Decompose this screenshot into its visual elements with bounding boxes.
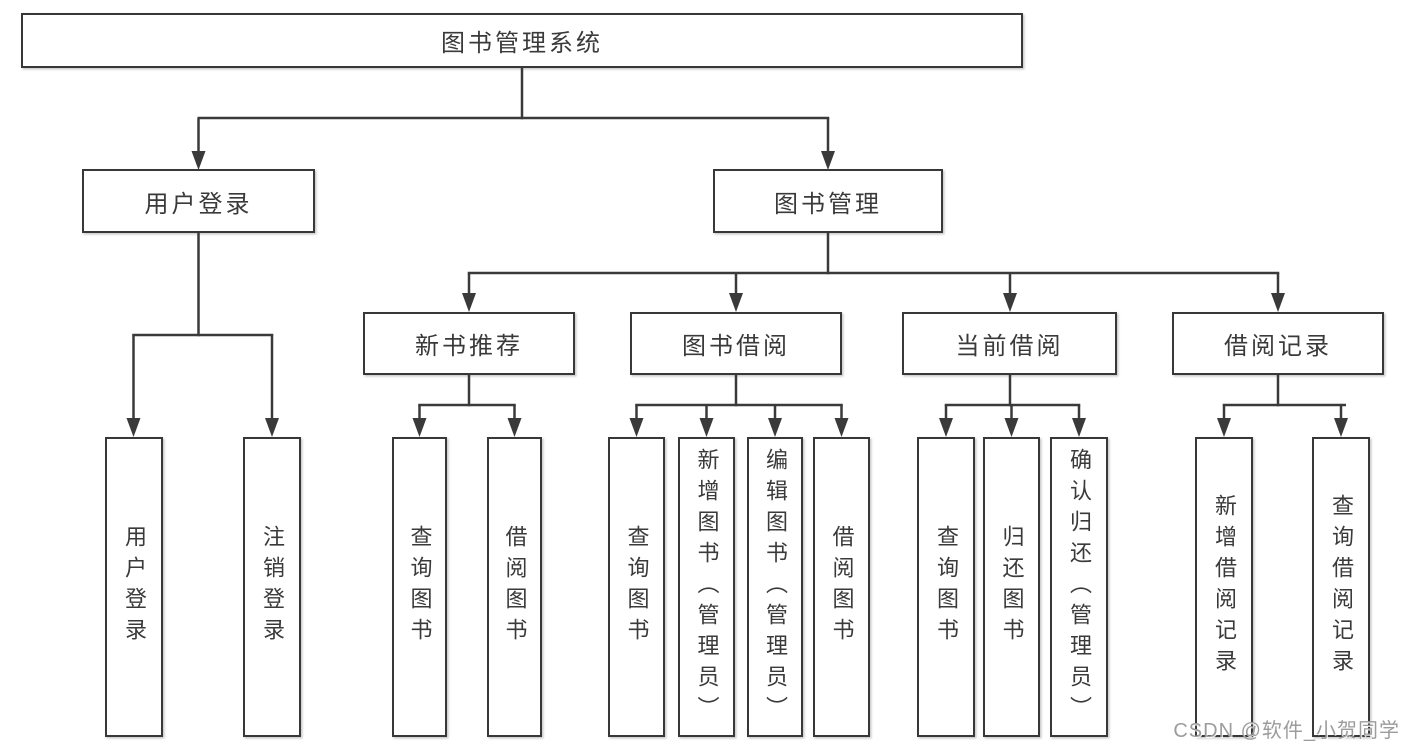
leaf-query-books-current: 查询图书 xyxy=(917,437,975,737)
node-user-login-label: 用户登录 xyxy=(144,190,253,218)
leaf-query-borrow-record: 查询借阅记录 xyxy=(1312,437,1370,737)
leaf-query-books-borrow-label: 查询图书 xyxy=(624,525,650,649)
leaf-add-borrow-record: 新增借阅记录 xyxy=(1195,437,1253,737)
leaf-add-borrow-record-label: 新增借阅记录 xyxy=(1212,494,1237,680)
node-book-borrow-label: 图书借阅 xyxy=(682,333,790,360)
node-user-login: 用户登录 xyxy=(82,169,315,233)
leaf-user-login: 用户登录 xyxy=(105,437,163,737)
leaf-return-book: 归还图书 xyxy=(983,437,1040,737)
leaf-confirm-return-admin-label: 确认归还（管理员） xyxy=(1067,447,1092,727)
node-new-book-recommend: 新书推荐 xyxy=(363,312,575,375)
leaf-confirm-return-admin: 确认归还（管理员） xyxy=(1050,437,1108,737)
leaf-query-borrow-record-label: 查询借阅记录 xyxy=(1329,494,1354,680)
node-new-book-recommend-label: 新书推荐 xyxy=(415,333,523,360)
leaf-borrow-books-recommend: 借阅图书 xyxy=(487,437,542,737)
leaf-add-book-admin-label: 新增图书（管理员） xyxy=(694,447,720,727)
leaf-query-books-borrow: 查询图书 xyxy=(608,437,665,737)
node-borrow-records-label: 借阅记录 xyxy=(1224,333,1332,360)
leaf-logout: 注销登录 xyxy=(243,437,301,737)
node-borrow-records: 借阅记录 xyxy=(1172,312,1384,375)
leaf-user-login-label: 用户登录 xyxy=(122,525,147,649)
node-root-label: 图书管理系统 xyxy=(441,30,603,57)
node-book-management-label: 图书管理 xyxy=(774,190,882,218)
leaf-query-books-recommend-label: 查询图书 xyxy=(407,525,433,649)
leaf-return-book-label: 归还图书 xyxy=(999,525,1025,649)
leaf-borrow-books-recommend-label: 借阅图书 xyxy=(502,525,528,649)
leaf-query-books-recommend: 查询图书 xyxy=(392,437,447,737)
node-book-management: 图书管理 xyxy=(713,169,943,233)
node-root: 图书管理系统 xyxy=(21,13,1023,68)
leaf-query-books-current-label: 查询图书 xyxy=(934,525,959,649)
leaf-logout-label: 注销登录 xyxy=(260,525,285,649)
leaf-borrow-books-2-label: 借阅图书 xyxy=(829,525,855,649)
node-book-borrow: 图书借阅 xyxy=(630,312,842,375)
leaf-edit-book-admin: 编辑图书（管理员） xyxy=(747,437,803,737)
leaf-edit-book-admin-label: 编辑图书（管理员） xyxy=(763,447,788,727)
node-current-borrow-label: 当前借阅 xyxy=(955,333,1064,360)
csdn-watermark: CSDN @软件_小贺同学 xyxy=(1173,720,1400,742)
leaf-add-book-admin: 新增图书（管理员） xyxy=(678,437,735,737)
node-current-borrow: 当前借阅 xyxy=(902,312,1117,375)
leaf-borrow-books-2: 借阅图书 xyxy=(813,437,870,737)
